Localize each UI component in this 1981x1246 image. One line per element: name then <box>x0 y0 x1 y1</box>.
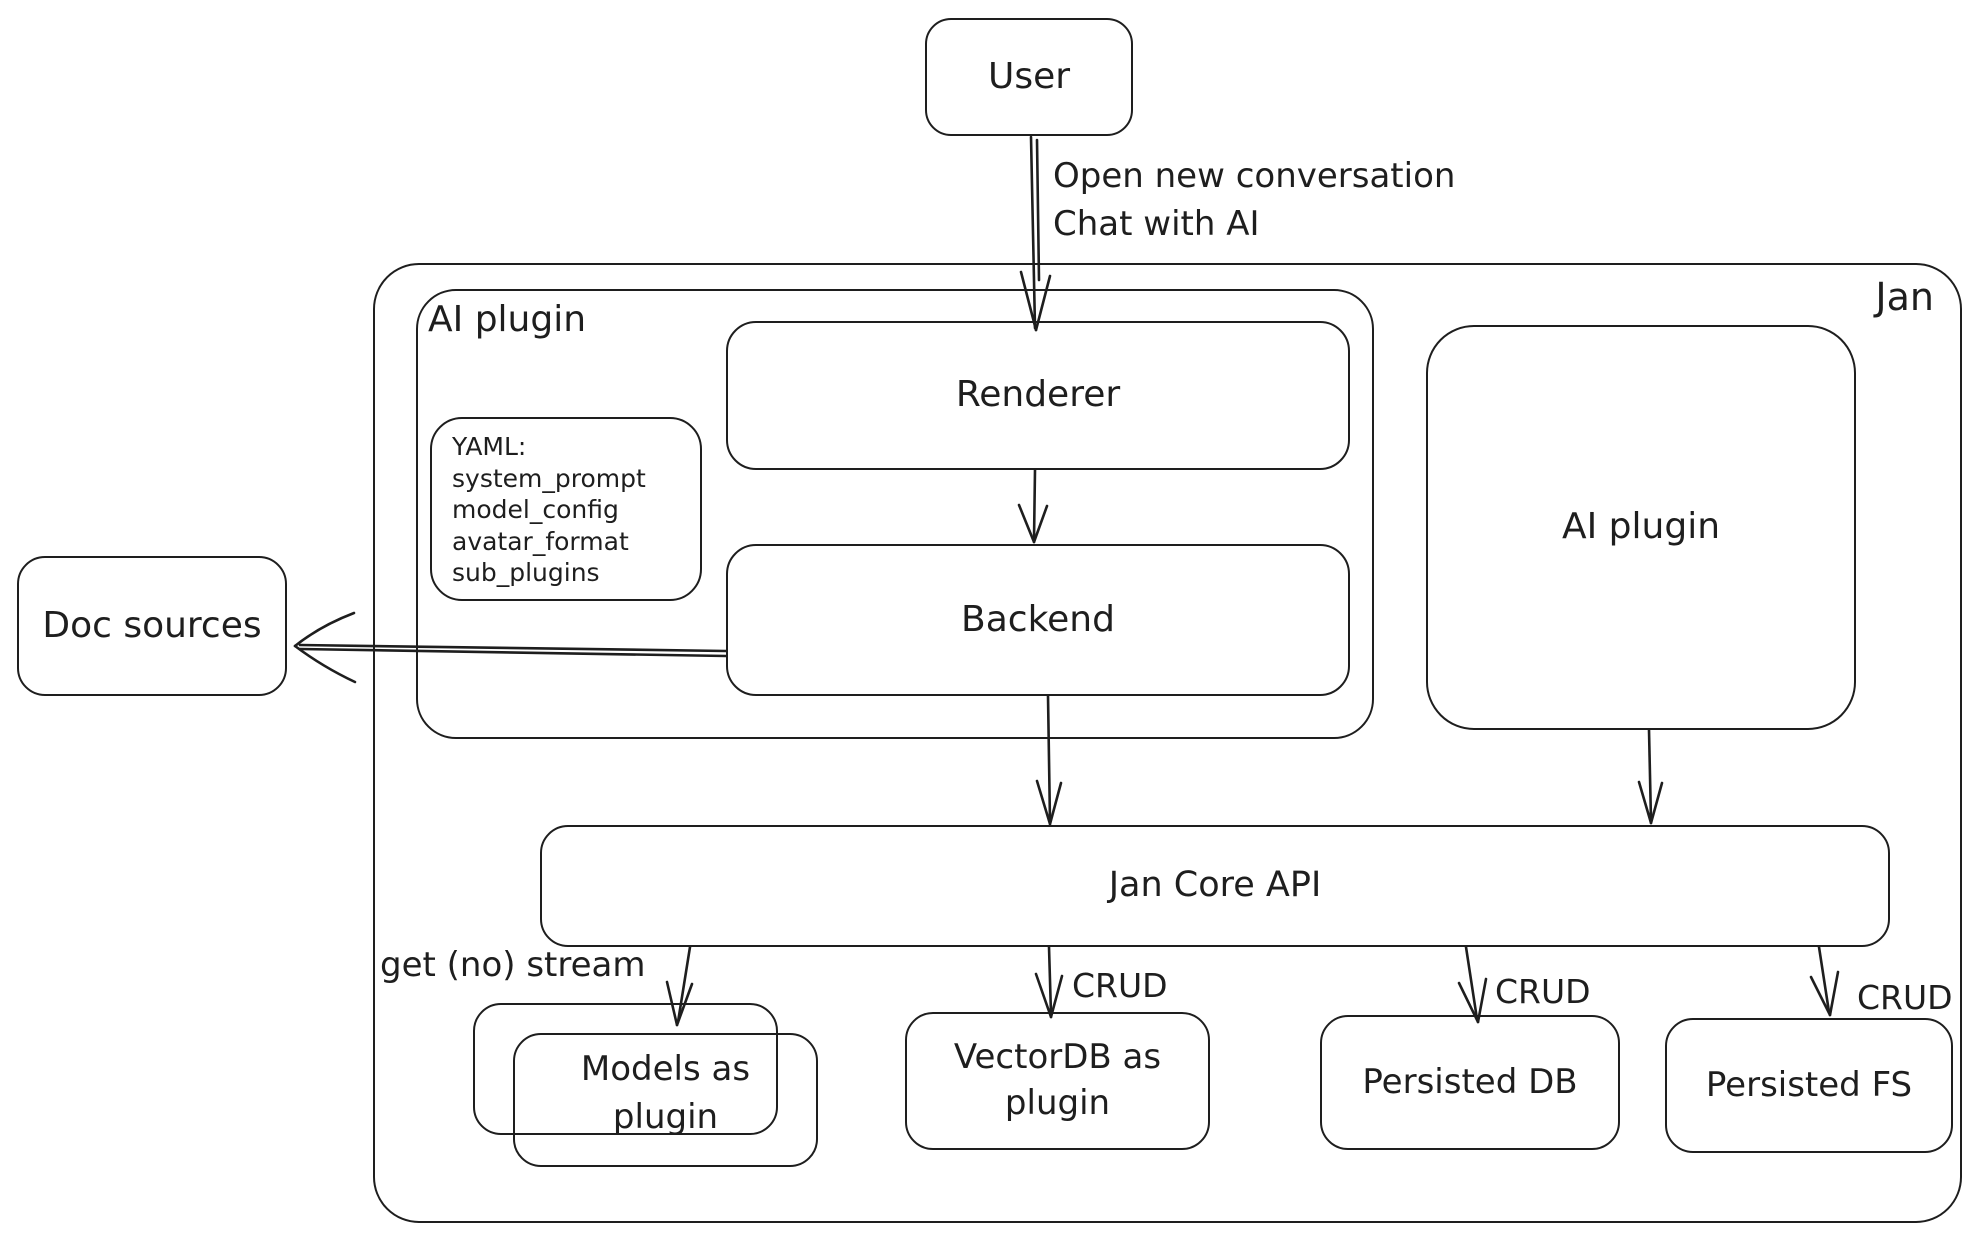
renderer-node: Renderer <box>726 321 1350 470</box>
jan-container: Jan <box>373 263 1962 1223</box>
edge-label-crud-persisted-db: CRUD <box>1495 972 1591 1011</box>
yaml-note-field: avatar_format <box>452 526 629 556</box>
vectordb-as-plugin-node: VectorDB as plugin <box>905 1012 1210 1150</box>
doc-sources-node: Doc sources <box>17 556 287 696</box>
edge-label-crud-persisted-fs: CRUD <box>1857 978 1953 1017</box>
backend-node-label: Backend <box>961 598 1115 640</box>
user-node: User <box>925 18 1133 136</box>
ai-plugin-right-node: AI plugin <box>1426 325 1856 730</box>
edge-label-open-conversation: Open new conversation Chat with AI <box>1053 152 1455 249</box>
persisted-fs-node: Persisted FS <box>1665 1018 1953 1153</box>
vectordb-as-plugin-label: VectorDB as plugin <box>953 1037 1162 1123</box>
edge-label-crud-vectordb: CRUD <box>1072 966 1168 1005</box>
edge-label-get-no-stream: get (no) stream <box>380 945 646 985</box>
yaml-note-field: model_config <box>452 495 619 524</box>
user-node-label: User <box>987 55 1071 97</box>
yaml-note-text: YAML: system_prompt model_config avatar_… <box>452 431 690 589</box>
persisted-fs-label: Persisted FS <box>1705 1064 1913 1105</box>
yaml-note-field: sub_plugins <box>452 558 600 587</box>
jan-container-label: Jan <box>1875 275 1934 319</box>
models-as-plugin-back-box <box>473 1003 778 1135</box>
ai-plugin-right-label: AI plugin <box>1561 506 1721 548</box>
edge-label-open-conversation-line1: Open new conversation <box>1053 156 1456 196</box>
edge-label-open-conversation-line2: Chat with AI <box>1053 204 1260 245</box>
models-as-plugin-label: Models as plugin <box>580 1049 751 1138</box>
yaml-note-field: system_prompt <box>452 463 646 493</box>
models-as-plugin-front-box <box>513 1033 818 1167</box>
jan-core-api-node: Jan Core API <box>540 825 1890 947</box>
yaml-note: YAML: system_prompt model_config avatar_… <box>430 417 702 601</box>
ai-plugin-left-label: AI plugin <box>428 299 587 340</box>
yaml-note-title: YAML: <box>452 432 527 461</box>
backend-node: Backend <box>726 544 1350 696</box>
persisted-db-node: Persisted DB <box>1320 1015 1620 1150</box>
doc-sources-label: Doc sources <box>42 604 262 646</box>
ai-plugin-left-container: AI plugin <box>416 289 1374 739</box>
jan-core-api-label: Jan Core API <box>1108 865 1322 906</box>
renderer-node-label: Renderer <box>955 374 1121 416</box>
persisted-db-label: Persisted DB <box>1362 1061 1578 1102</box>
